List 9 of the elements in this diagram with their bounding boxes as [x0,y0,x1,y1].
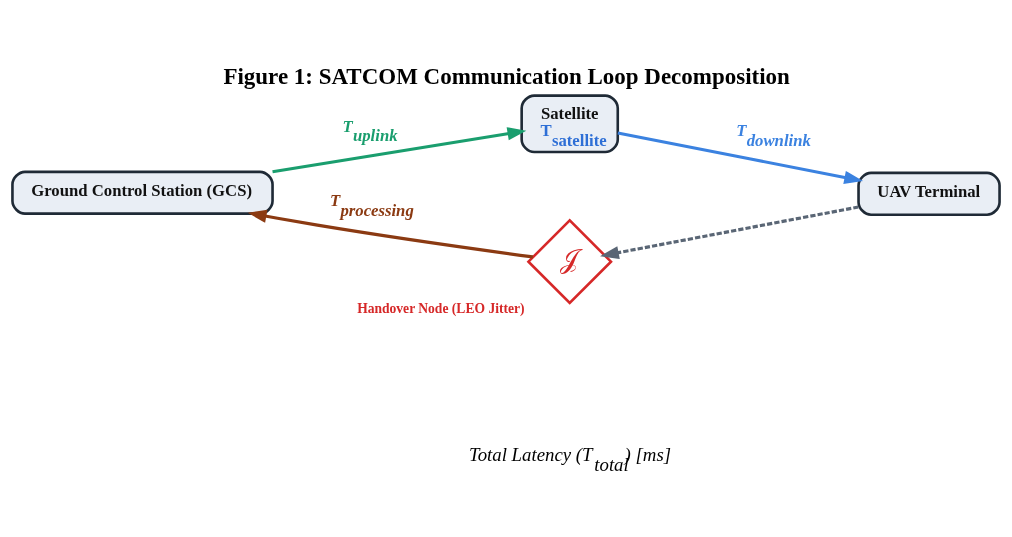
arrow [272,126,527,173]
arrow [247,209,534,258]
arrow [617,131,864,184]
diagram-title: Figure 1: SATCOM Communication Loop Decomposition [223,63,790,89]
node-diamond: 𝒥 [526,218,613,305]
node-label: Handover Node (LEO Jitter) [357,300,525,316]
node-box: UAV Terminal [857,171,1001,216]
arrow [600,205,859,259]
node-box: Ground Control Station (GCS) [11,170,274,215]
